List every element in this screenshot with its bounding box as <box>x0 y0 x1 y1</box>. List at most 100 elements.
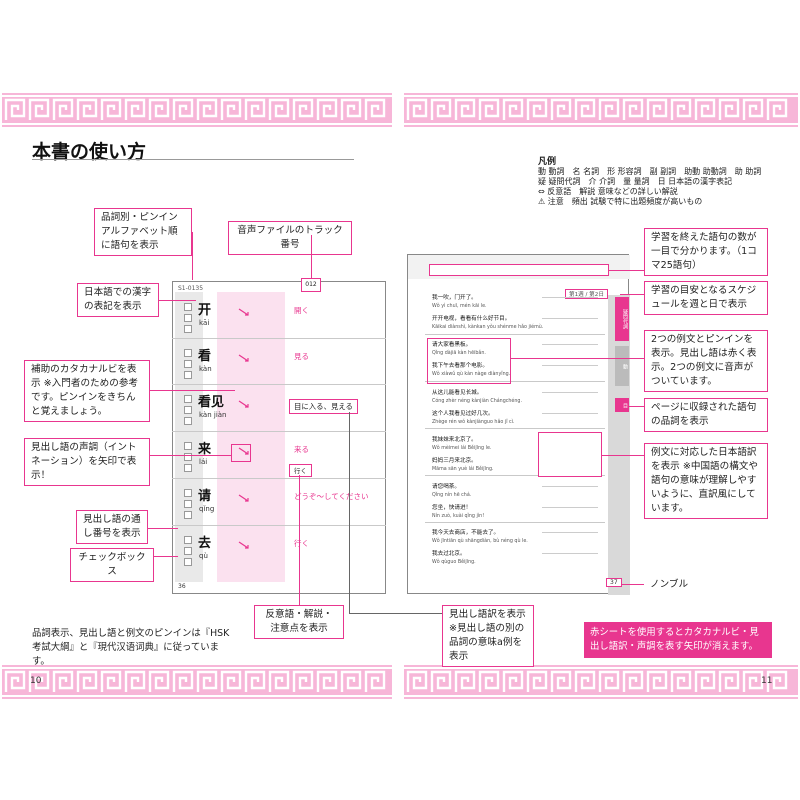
entry-checkbox[interactable] <box>184 500 192 508</box>
leader-line <box>622 584 644 586</box>
example-pinyin: Nín zuò, kuài qǐng jìn! <box>432 514 485 519</box>
example-sentence: 我一吹，门开了。 <box>432 295 477 301</box>
greek-key-pattern <box>404 665 798 699</box>
jp-translation-line <box>542 297 598 298</box>
entry-pinyin: kàn jiàn <box>199 411 227 419</box>
entry-pinyin: qǐng <box>199 505 215 513</box>
entry-checkbox[interactable] <box>184 360 192 368</box>
example-pinyin: Zhège rén wǒ kànjiànguo hǎo jǐ cì. <box>432 420 515 425</box>
entry-checkbox[interactable] <box>184 547 192 555</box>
row-divider <box>425 334 605 335</box>
title-divider <box>32 159 354 160</box>
entry-checkbox[interactable] <box>184 303 192 311</box>
callout-page-pos: ページに収録された語句の品詞を表示 <box>644 398 768 432</box>
greek-key-band-top-left <box>2 93 392 127</box>
callout-examples: 2つの例文とピンインを表示。見出し語は赤く表示。2つの例文に音声がついています。 <box>644 330 768 392</box>
entry-headword: 去 <box>198 536 212 551</box>
legend-heading: 凡例 <box>538 157 557 167</box>
entry-checkbox[interactable] <box>184 558 192 566</box>
callout-japanese-kanji: 日本語での漢字の表記を表示 <box>77 283 159 317</box>
leader-line <box>192 232 194 280</box>
entry-headword: 看 <box>198 349 212 364</box>
example-sentence: 您坐，快请进！ <box>432 505 472 511</box>
example-pinyin: Wǒ yì chuī, mén kāi le. <box>432 304 487 309</box>
jp-translation-line <box>542 365 598 366</box>
example-pinyin: Qǐng dàjiā kàn hēibǎn. <box>432 351 486 356</box>
leader-line <box>154 556 178 558</box>
example-pinyin: Wǒ jīntiān qù shāngdiàn, bù néng qù le. <box>432 539 528 544</box>
example-sentence: 我妹妹来北京了。 <box>432 437 477 443</box>
greek-key-pattern <box>2 93 392 127</box>
entry-meaning: 行く <box>294 539 309 548</box>
entry-checkbox[interactable] <box>184 406 192 414</box>
example-pinyin: Wǒ qùguo Běijīng. <box>432 560 476 565</box>
example-pinyin: Cóng zhèr néng kànjiàn Chángchéng. <box>432 399 522 404</box>
entry-checkbox[interactable] <box>184 511 192 519</box>
row-divider <box>425 475 605 476</box>
inner-page-number-right: 37 <box>606 578 622 587</box>
leader-line <box>511 358 644 360</box>
leader-line <box>299 475 301 605</box>
callout-schedule: 学習の目安となるスケジュールを週と日で表示 <box>644 281 768 315</box>
number-column <box>175 292 203 582</box>
jp-translation-line <box>542 486 598 487</box>
greek-key-band-bottom-right <box>404 665 798 699</box>
callout-checkbox: チェックボックス <box>70 548 154 582</box>
progress-boxes <box>429 264 609 276</box>
entry-headword: 来 <box>198 442 212 457</box>
entry-checkbox[interactable] <box>184 349 192 357</box>
jp-translation-line <box>542 507 598 508</box>
entry-checkbox[interactable] <box>184 536 192 544</box>
leader-line <box>629 406 644 408</box>
entry-checkbox[interactable] <box>184 453 192 461</box>
entry-checkbox[interactable] <box>184 489 192 497</box>
row-divider <box>172 478 386 479</box>
row-divider <box>425 381 605 382</box>
tone-arrow-icon <box>238 354 249 362</box>
entry-checkbox[interactable] <box>184 442 192 450</box>
example-sentence: 我下午去看那个电影。 <box>432 363 488 369</box>
tone-highlight-box <box>231 444 251 462</box>
example-pinyin: Qǐng nín hē chá. <box>432 493 472 498</box>
page-title: 本書の使い方 <box>32 141 147 163</box>
row-divider <box>425 522 605 523</box>
leader-line <box>620 294 644 296</box>
legend: 凡例 動 動詞 名 名詞 形 形容詞 副 副詞 助動 助動詞 助 助詞 疑 疑問… <box>538 157 778 207</box>
legend-line: ⇔ 反意語 解説 意味などの詳しい解説 <box>538 187 678 196</box>
row-divider <box>172 525 386 526</box>
example-sentence: 请大家看黑板。 <box>432 342 472 348</box>
leader-line <box>311 235 313 278</box>
red-sheet-note: 赤シートを使用するとカタカナルビ・見出し語訳・声調を表す矢印が消えます。 <box>584 622 772 658</box>
example-sentence: 我去过北京。 <box>432 551 466 557</box>
example-pinyin: Māma sān yuè lái Běijīng. <box>432 467 494 472</box>
row-divider <box>172 384 386 385</box>
tone-arrow-icon <box>238 541 249 549</box>
track-number: 012 <box>305 281 317 288</box>
row-divider <box>172 338 386 339</box>
legend-line: ⚠ 注意 頻出 試験で特に出題頻度が高いもの <box>538 197 703 206</box>
row-divider <box>172 431 386 432</box>
track-number-badge: 012 <box>301 278 321 292</box>
entry-checkbox[interactable] <box>184 325 192 333</box>
entry-checkbox[interactable] <box>184 314 192 322</box>
entry-checkbox[interactable] <box>184 371 192 379</box>
entry-checkbox[interactable] <box>184 395 192 403</box>
callout-serial: 見出し語の通し番号を表示 <box>76 510 148 544</box>
callout-nombre: ノンブル <box>644 576 704 594</box>
mini-meaning-box: 目に入る、見える <box>289 399 358 414</box>
tone-arrow-icon <box>238 308 249 316</box>
callout-track-number: 音声ファイルのトラック番号 <box>228 221 352 255</box>
greek-key-band-top-right <box>404 93 798 127</box>
footnote: 品詞表示、見出し語と例文のピンインは『HSK考試大綱』と『現代汉语词典』に従って… <box>32 628 230 667</box>
entry-checkbox[interactable] <box>184 464 192 472</box>
entry-pinyin: kāi <box>199 319 210 327</box>
entry-checkbox[interactable] <box>184 417 192 425</box>
greek-key-pattern <box>404 93 798 127</box>
jp-translation-line <box>542 413 598 414</box>
entry-meaning: 見る <box>294 352 309 361</box>
row-divider <box>425 428 605 429</box>
entry-meaning: どうぞ～してください <box>294 492 369 501</box>
example-pinyin: Wǒ xiàwǔ qù kàn nàge diànyǐng. <box>432 372 511 377</box>
jp-translation-line <box>542 344 598 345</box>
